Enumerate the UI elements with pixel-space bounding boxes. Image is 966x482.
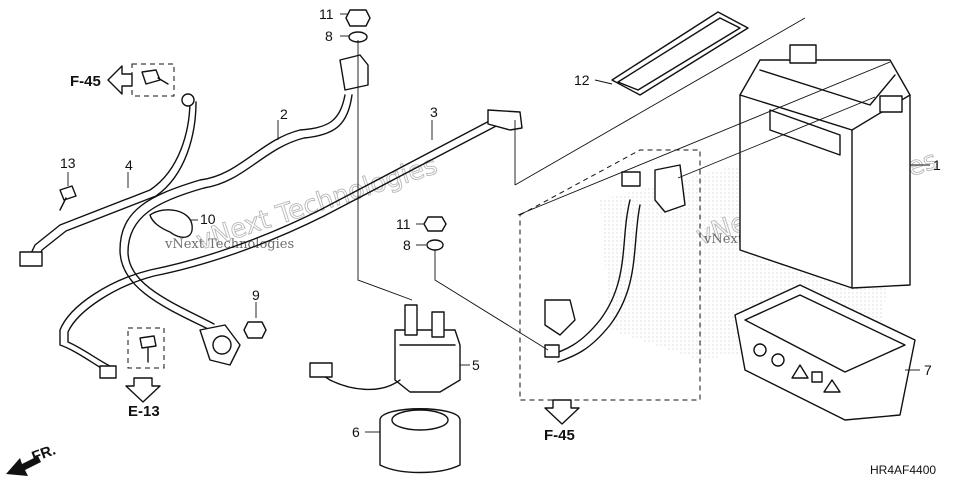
- dashed-callout-box: [519, 149, 701, 401]
- ref-f45-top[interactable]: F-45: [70, 65, 133, 95]
- relay-mount-opening: [391, 409, 449, 431]
- relay-wire: [317, 371, 401, 391]
- callout-2: 2: [280, 106, 288, 122]
- bolt-13: [59, 185, 77, 201]
- ref-e13[interactable]: E-13: [125, 377, 161, 420]
- battery: [739, 44, 911, 289]
- terminal-lower-left: [19, 251, 43, 267]
- flange-bolt-bottom: [139, 335, 157, 349]
- positive-cable: [549, 199, 631, 356]
- nut-9: [243, 321, 267, 339]
- cable-terminal-small: [621, 171, 641, 187]
- callout-8-lower: 8: [403, 237, 411, 253]
- ref-label-f45-top: F-45: [70, 73, 101, 90]
- bolt-13-shank: [59, 197, 67, 211]
- dashed-bolt-box-bottom: [127, 327, 165, 369]
- ground-cable-4: [27, 99, 191, 261]
- ref-label-f45-bottom: F-45: [544, 427, 575, 444]
- battery-cable-2-inner: [127, 94, 353, 325]
- relay-connector: [309, 362, 333, 378]
- callout-8-top: 8: [325, 28, 333, 44]
- battery-cable-3-inner: [67, 123, 501, 367]
- dashed-bolt-box-top: [131, 63, 175, 97]
- washer-lower: [426, 239, 444, 251]
- cable-boot: [544, 299, 576, 336]
- ref-label-e13: E-13: [128, 403, 160, 420]
- ref-f45-bottom[interactable]: F-45: [544, 399, 580, 444]
- callout-12: 12: [574, 72, 590, 88]
- relay-rubber-mount: [379, 408, 461, 474]
- terminal-e13: [99, 365, 117, 379]
- positive-cable-inner: [557, 204, 641, 363]
- ring-terminal-top: [181, 93, 195, 107]
- callout-13: 13: [60, 155, 76, 171]
- starter-connector: [199, 324, 241, 366]
- callout-4: 4: [125, 157, 133, 173]
- cable-band-10: [149, 209, 193, 238]
- callout-11-top: 11: [319, 6, 334, 22]
- battery-cable-3: [59, 117, 496, 373]
- battery-cable-2: [119, 94, 346, 331]
- left-arrow-icon: [107, 65, 133, 95]
- starter-connector-ring: [212, 335, 232, 355]
- ground-cable-4-inner: [35, 101, 197, 266]
- front-arrow-icon: [6, 456, 41, 476]
- leader-lines: [67, 13, 930, 433]
- down-arrow-icon: [125, 377, 161, 403]
- watermark-text-small-1: vNext Technologies: [164, 237, 294, 252]
- callout-6: 6: [352, 424, 360, 440]
- callout-9: 9: [252, 287, 260, 303]
- down-arrow-icon: [544, 399, 580, 425]
- nut-lower: [423, 216, 447, 232]
- callout-3: 3: [430, 104, 438, 120]
- callout-5: 5: [472, 357, 480, 373]
- callout-7: 7: [924, 362, 932, 378]
- starter-cable-terminal: [339, 54, 369, 91]
- front-indicator: FR.: [6, 442, 58, 476]
- cable-terminal-lower: [544, 344, 560, 358]
- flange-bolt-top-shank: [157, 77, 169, 85]
- front-label: FR.: [30, 442, 59, 466]
- battery-terminal-cover: [654, 164, 686, 213]
- flange-bolt-top: [141, 69, 161, 85]
- callout-1: 1: [933, 157, 941, 173]
- battery-strap: [611, 11, 749, 96]
- battery-tray: [734, 284, 916, 421]
- starter-relay: [394, 304, 461, 393]
- cable-3-terminal: [487, 109, 523, 131]
- drawing-code: HR4AF4400: [870, 463, 936, 477]
- callout-11-lower: 11: [396, 216, 411, 232]
- callout-10: 10: [200, 211, 216, 227]
- nut-top: [345, 9, 371, 27]
